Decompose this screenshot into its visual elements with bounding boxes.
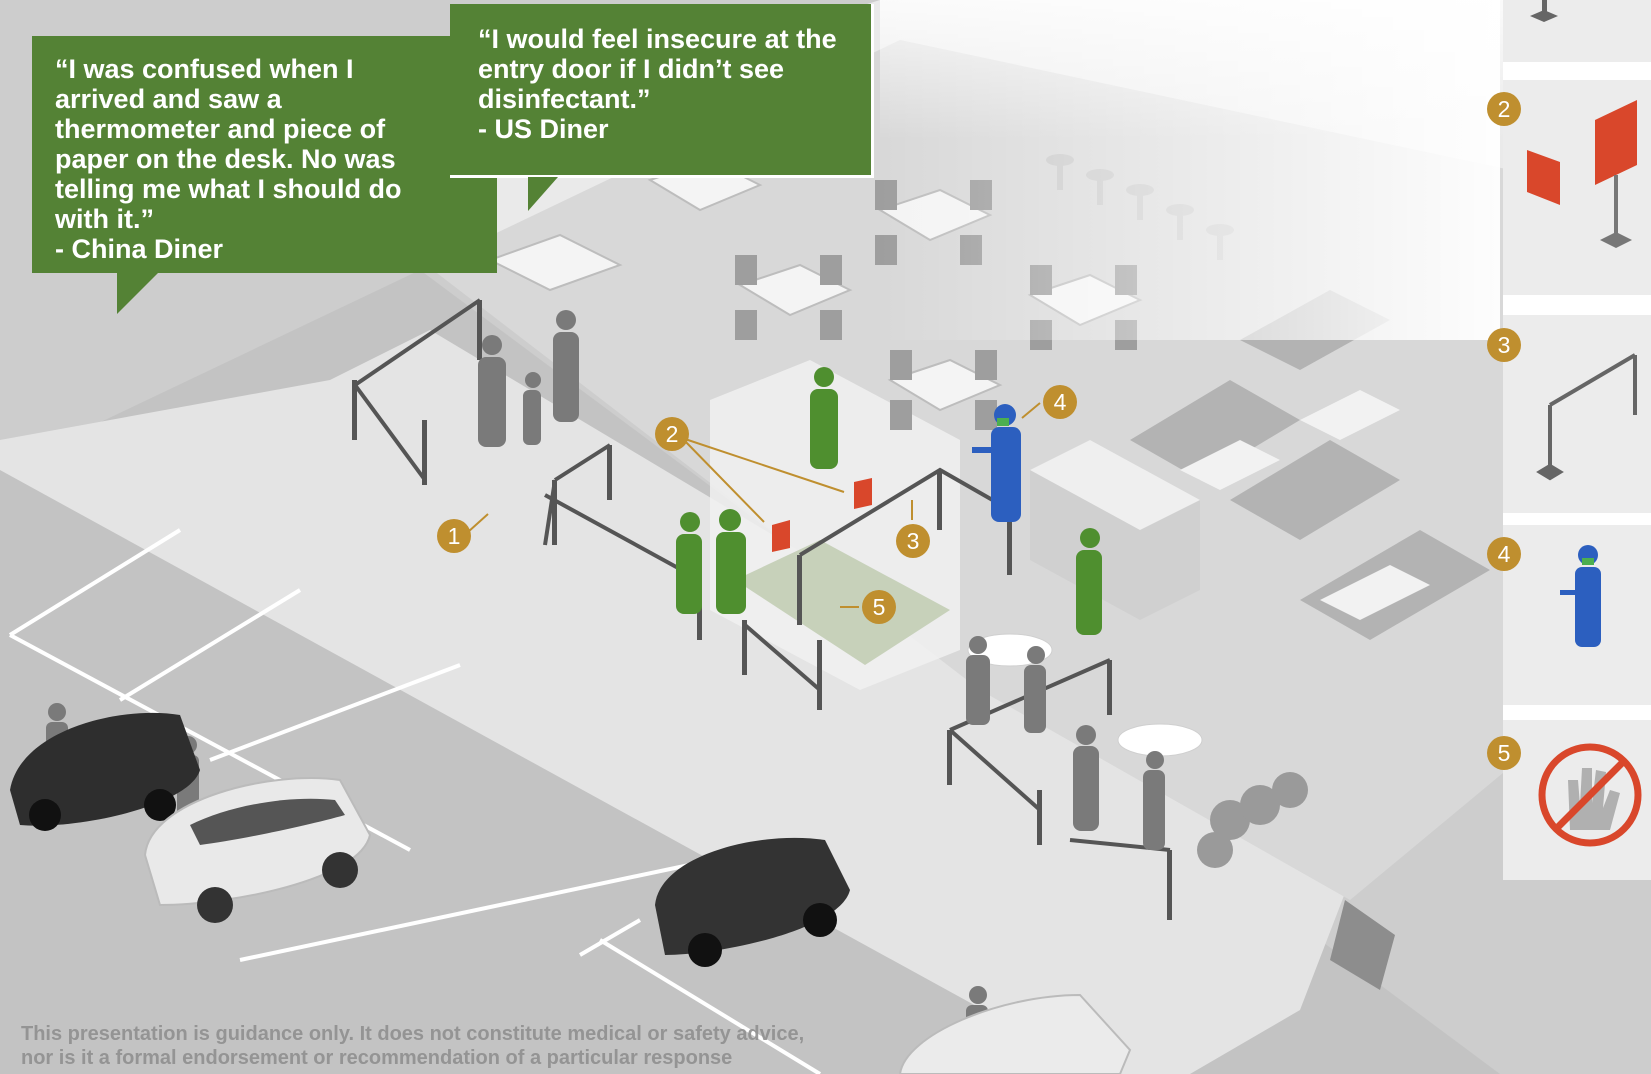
- marker-2: 2: [655, 417, 689, 451]
- barrier-posts: [352, 300, 1172, 920]
- queue-barrier-icon: [1536, 353, 1637, 481]
- disclaimer: This presentation is guidance only. It d…: [21, 1022, 881, 1070]
- legend-top-stand-icon: [1530, 0, 1558, 22]
- us-diner-quote: “I would feel insecure at the entry door…: [450, 4, 874, 178]
- china-quote-tail: [117, 272, 159, 314]
- legend-number-2: 2: [1487, 92, 1521, 126]
- quote-line: thermometer and piece of: [55, 114, 386, 144]
- car-dark-left: [10, 712, 200, 831]
- car-dark-center: [655, 837, 850, 967]
- legend-panel-backgrounds: [1503, 0, 1651, 880]
- disinfectant-signs: [772, 478, 872, 552]
- staff-mask: [997, 418, 1009, 426]
- quote-attribution: - US Diner: [478, 114, 609, 144]
- marker-5: 5: [862, 590, 896, 624]
- quote-line: paper on the desk. No was: [55, 144, 396, 174]
- quote-line: “I was confused when I: [55, 54, 354, 84]
- entry-floor-zone: [735, 540, 950, 665]
- legend-tile-separators: [1503, 62, 1651, 720]
- sandwich-board-sign: [1330, 900, 1395, 990]
- quote-line: with it.”: [55, 204, 154, 234]
- masked-staff-icon: [1560, 545, 1601, 647]
- china-diner-quote: “I was confused when I arrived and saw a…: [32, 36, 497, 273]
- quote-line: entry door if I didn’t see: [478, 54, 785, 84]
- marker-3: 3: [896, 524, 930, 558]
- planter-shrubs: [1197, 772, 1308, 868]
- outdoor-tables: [967, 633, 1203, 757]
- legend-number-4: 4: [1487, 537, 1521, 571]
- host-counter-top: [1030, 440, 1200, 530]
- car-white-bottom: [898, 993, 1132, 1074]
- car-white-left: [143, 777, 372, 923]
- quote-attribution: - China Diner: [55, 234, 224, 264]
- green-guests: [676, 367, 1102, 635]
- booth-tables: [1180, 390, 1430, 620]
- quote-line: telling me what I should do: [55, 174, 402, 204]
- legend-number-5: 5: [1487, 736, 1521, 770]
- marker-1: 1: [437, 519, 471, 553]
- quote-line: “I would feel insecure at the: [478, 24, 837, 54]
- no-touch-icon: [1538, 743, 1642, 847]
- entrance-plaza: [0, 330, 1350, 1074]
- quote-line: disinfectant.”: [478, 84, 651, 114]
- quote-line: arrived and saw a: [55, 84, 282, 114]
- partition-sign-icon: [1527, 100, 1637, 248]
- callout-pointers: [467, 402, 1041, 608]
- disclaimer-line: This presentation is guidance only. It d…: [21, 1023, 805, 1045]
- us-quote-tail: [528, 177, 558, 211]
- legend-number-3: 3: [1487, 328, 1521, 362]
- parked-cars: [10, 712, 1132, 1074]
- disclaimer-line: nor is it a formal endorsement or recomm…: [21, 1047, 733, 1069]
- marker-4: 4: [1043, 385, 1077, 419]
